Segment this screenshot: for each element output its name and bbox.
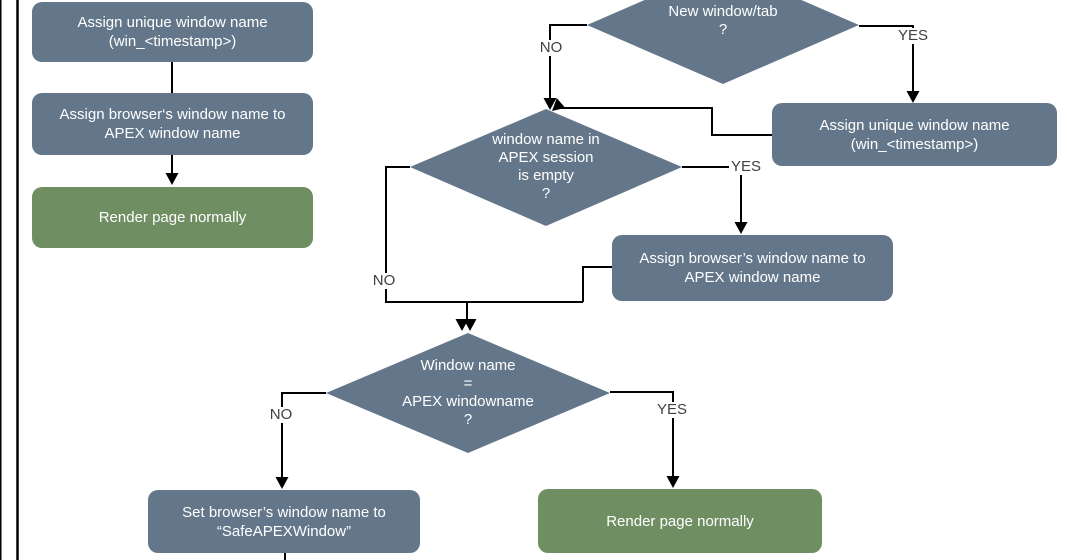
edge-d2-no bbox=[385, 166, 583, 303]
node-text-line: Render page normally bbox=[606, 512, 754, 530]
edge-d1-no bbox=[549, 24, 587, 99]
edge-label-no: NO bbox=[537, 39, 565, 56]
edge-label-yes: YES bbox=[728, 158, 764, 175]
node-set-browser-window-name: Set browser’s window name to “SafeAPEXWi… bbox=[148, 490, 420, 553]
edge-label-no: NO bbox=[370, 272, 398, 289]
node-text-line: window name in bbox=[492, 131, 600, 148]
node-text-line: (win_<timestamp>) bbox=[108, 33, 237, 50]
node-text-line: ? bbox=[463, 411, 473, 428]
node-text-line: ? bbox=[718, 21, 728, 38]
arrowhead bbox=[734, 222, 748, 234]
node-text-line: Set browser’s window name to bbox=[182, 503, 386, 521]
edge-d3-yes bbox=[610, 391, 674, 477]
node-text-line: ? bbox=[541, 185, 551, 202]
node-text-line: APEX session bbox=[498, 149, 594, 166]
edge-t2-merge bbox=[582, 266, 612, 302]
edge-d2-yes bbox=[682, 166, 742, 223]
decision-name-empty-text: window name in APEX session is empty ? bbox=[431, 131, 661, 203]
node-assign-unique-window-name-left: Assign unique window name (win_<timestam… bbox=[32, 2, 313, 62]
node-text-line: New window/tab bbox=[668, 3, 778, 20]
edge-d1-yes bbox=[859, 25, 914, 92]
arrowhead bbox=[463, 319, 477, 331]
node-text-line: Assign browser’s window name to bbox=[639, 250, 866, 267]
node-text-line: Assign unique window name bbox=[77, 14, 268, 31]
arrowhead bbox=[275, 477, 289, 489]
arrowhead bbox=[906, 91, 920, 103]
decision-name-match-shape bbox=[326, 333, 610, 453]
node-text-line: (win_<timestamp>) bbox=[850, 135, 979, 153]
node-text-line: APEX window name bbox=[104, 125, 241, 142]
decision-name-match-text: Window name = APEX windowname ? bbox=[353, 357, 583, 429]
node-assign-browser-window-name-left: Assign browser‘s window name to APEX win… bbox=[32, 93, 313, 155]
node-text-line: Assign browser‘s window name to bbox=[59, 106, 286, 123]
decision-new-window-text: New window/tab ? bbox=[608, 3, 838, 39]
node-text-line: Render page normally bbox=[98, 209, 247, 226]
edge-t1-d2 bbox=[558, 107, 772, 136]
edge-label-yes: YES bbox=[654, 401, 690, 418]
edge-label-yes: YES bbox=[895, 27, 931, 44]
node-render-page-normally-left: Render page normally bbox=[32, 187, 313, 248]
node-assign-browser-window-name-right: Assign browser’s window name to APEX win… bbox=[612, 235, 893, 301]
node-text-line: APEX window name bbox=[684, 269, 821, 286]
arrowhead bbox=[552, 98, 566, 111]
node-text-line: APEX windowname bbox=[402, 393, 534, 410]
arrowhead bbox=[165, 173, 179, 185]
node-text-line: Assign unique window name bbox=[819, 116, 1010, 134]
edge-d3-no bbox=[281, 392, 326, 478]
node-text-line: “SafeAPEXWindow” bbox=[216, 522, 352, 540]
node-text-line: = bbox=[463, 375, 473, 392]
node-text-line: Window name bbox=[420, 357, 516, 374]
decision-new-window-shape bbox=[587, 0, 859, 84]
node-text-line: is empty bbox=[518, 167, 574, 184]
node-render-page-normally-right: Render page normally bbox=[538, 489, 822, 553]
edge-label-no: NO bbox=[267, 406, 295, 423]
arrowhead bbox=[666, 476, 680, 488]
decision-name-empty-shape bbox=[410, 109, 682, 226]
arrowhead bbox=[543, 98, 557, 110]
node-assign-unique-window-name-right: Assign unique window name (win_<timestam… bbox=[772, 103, 1057, 166]
